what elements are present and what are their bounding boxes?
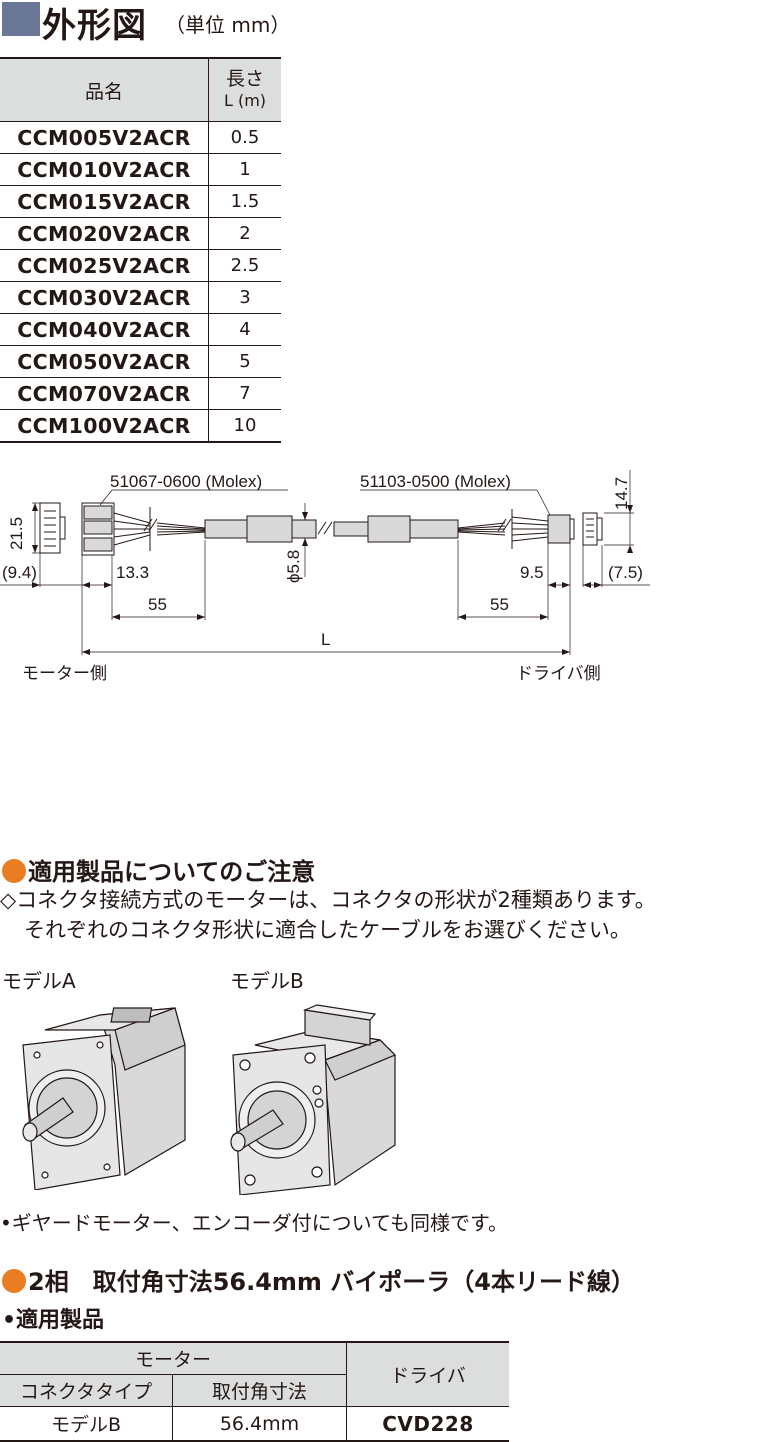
cable-length: 4 (208, 313, 281, 346)
dim-connector-length-left: 13.3 (116, 563, 149, 582)
dim-left-55: 55 (148, 595, 167, 614)
cable-length: 2.5 (208, 249, 281, 282)
product-name: CCM100V2ACR (0, 409, 209, 443)
applicable-subtitle: •適用製品 (2, 1308, 105, 1333)
driver-side-connector (457, 509, 575, 549)
motor-connector-part-label: 51067-0600 (Molex) (110, 472, 262, 491)
product-name: CCM040V2ACR (0, 313, 209, 346)
header-length-unit: L (m) (223, 91, 267, 110)
product-name: CCM020V2ACR (0, 217, 209, 250)
motor-side-connector (81, 502, 206, 556)
model-b-label: モデルB (230, 969, 304, 993)
notes-section-heading: 適用製品についてのご注意 (2, 852, 315, 887)
connector-type-header: コネクタタイプ (0, 1374, 173, 1407)
unit-note: （単位 mm） (165, 13, 291, 37)
applicable-section-title: 2相 取付角寸法56.4mm バイポーラ（4本リード線） (28, 1268, 635, 1296)
product-name: CCM005V2ACR (0, 121, 209, 154)
dim-height-left: 21.5 (7, 517, 26, 550)
motor-model-b-image (230, 1004, 397, 1195)
motor-header: モーター (0, 1341, 347, 1375)
dim-cable-diameter: ϕ5.8 (284, 550, 303, 583)
note-line-1: ◇コネクタ接続方式のモーターは、コネクタの形状が2種類あります。 (0, 888, 656, 912)
motor-side-label: モーター側 (22, 664, 107, 683)
driver-value: CVD228 (346, 1406, 509, 1442)
mount-size-value: 56.4mm (172, 1406, 347, 1442)
applicable-products-table: モーター ドライバ コネクタタイプ 取付角寸法 モデルB 56.4mm CVD2… (0, 1341, 509, 1442)
product-name: CCM050V2ACR (0, 345, 209, 378)
notes-section-title: 適用製品についてのご注意 (28, 858, 316, 886)
cable-length: 7 (208, 377, 281, 410)
title-square-marker (2, 2, 40, 36)
product-name: CCM010V2ACR (0, 153, 209, 186)
cable-length: 1 (208, 153, 281, 186)
applicable-section-heading: 2相 取付角寸法56.4mm バイポーラ（4本リード線） (2, 1262, 635, 1297)
header-length: 長さ L (m) (208, 57, 281, 122)
dim-height-right: 14.7 (612, 477, 631, 510)
right-connector-end-view (582, 512, 603, 546)
cable-length: 10 (208, 409, 281, 443)
mount-size-header: 取付角寸法 (172, 1374, 347, 1407)
dim-left-depth: (9.4) (2, 563, 37, 582)
model-a-label: モデルA (2, 969, 76, 993)
product-name: CCM030V2ACR (0, 281, 209, 314)
driver-connector-part-label: 51103-0500 (Molex) (360, 472, 511, 491)
driver-header: ドライバ (346, 1341, 509, 1407)
cable-length: 3 (208, 281, 281, 314)
left-connector-end-view (39, 502, 66, 554)
cable-body (204, 515, 459, 543)
dim-right-depth: (7.5) (608, 563, 643, 582)
table-row: モデルB 56.4mm CVD228 (0, 1406, 509, 1442)
header-name: 品名 (0, 57, 209, 122)
product-name: CCM015V2ACR (0, 185, 209, 218)
cable-length: 5 (208, 345, 281, 378)
dim-right-55: 55 (490, 595, 509, 614)
product-name: CCM025V2ACR (0, 249, 209, 282)
cable-length: 2 (208, 217, 281, 250)
product-name: CCM070V2ACR (0, 377, 209, 410)
orange-dot-icon (2, 1269, 26, 1293)
orange-dot-icon (2, 859, 26, 883)
page-title: 外形図 (42, 6, 147, 46)
dim-total-length: L (321, 630, 330, 649)
driver-side-label: ドライバ側 (516, 664, 601, 683)
cable-dimension-diagram: 51067-0600 (Molex) 51103-0500 (Molex) 21… (0, 470, 650, 683)
connector-type-value: モデルB (0, 1406, 173, 1442)
header-length-top: 長さ (225, 68, 264, 90)
dim-connector-length-right: 9.5 (520, 563, 544, 582)
cable-length: 0.5 (208, 121, 281, 154)
cable-length: 1.5 (208, 185, 281, 218)
note-line-2: それぞれのコネクタ形状に適合したケーブルをお選びください。 (24, 918, 631, 942)
geared-encoder-note: •ギヤードモーター、エンコーダ付についても同様です。 (0, 1211, 508, 1235)
motor-model-a-image (22, 1007, 186, 1190)
